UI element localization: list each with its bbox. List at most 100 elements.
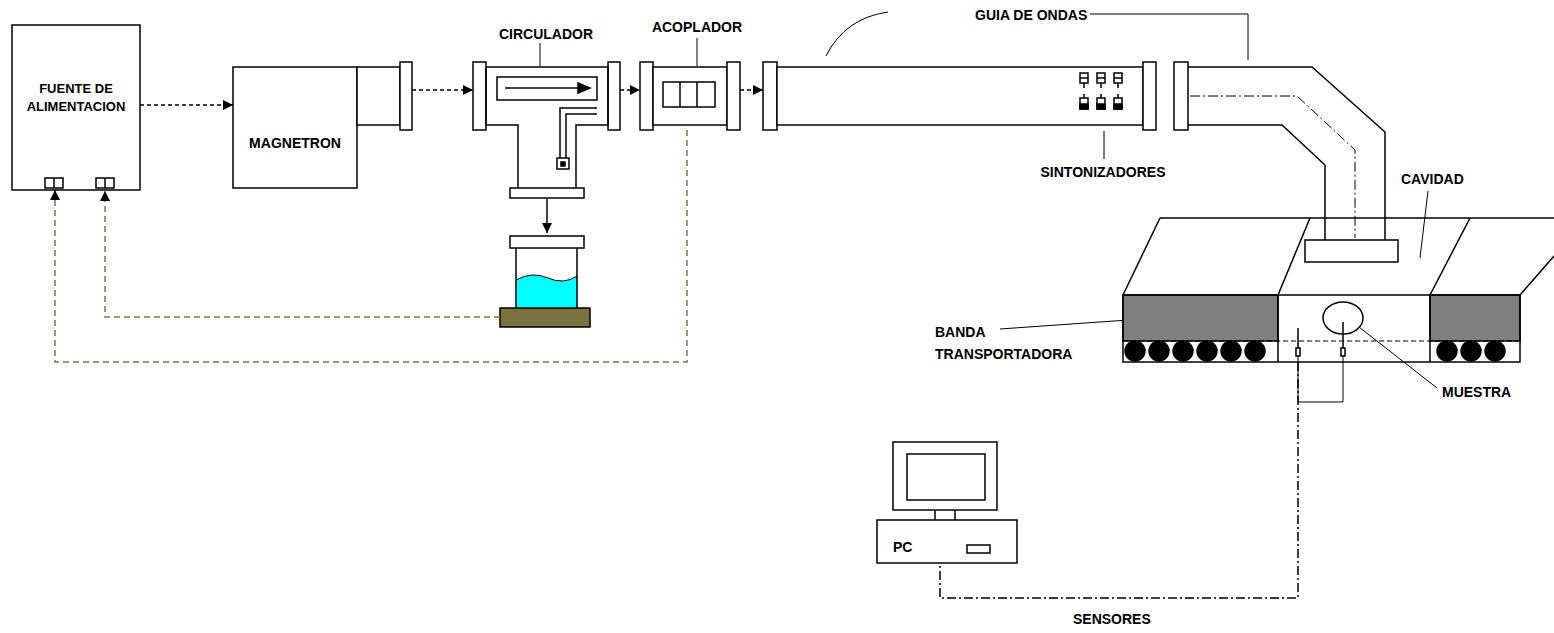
signal-arrow (620, 89, 640, 91)
waveguide-section-part (1080, 98, 1088, 109)
microwave-cavity-outline (1123, 218, 1554, 362)
microwave-cavity: CAVIDAD (1123, 218, 1554, 362)
component-label: CAVIDAD (1401, 171, 1491, 187)
waveguide-section-part (1097, 78, 1105, 88)
leader-line (1359, 327, 1437, 388)
coupler-symbol-part (640, 62, 653, 130)
waveguide-elbow (1188, 67, 1385, 240)
waveguide-section-part (1114, 78, 1122, 88)
circulator-symbol-part (560, 108, 597, 158)
microwave-cavity-part (1485, 341, 1505, 361)
leader-line (1420, 191, 1428, 258)
microwave-cavity-part (1221, 341, 1241, 361)
feedback-line (105, 191, 500, 317)
microwave-cavity-part (1430, 295, 1520, 341)
water-surface (516, 275, 577, 281)
waveguide-section-part (1114, 104, 1122, 109)
magnetron-box: MAGNETRON (233, 62, 412, 188)
microwave-cavity-part (1197, 341, 1217, 361)
waveguide-elbow (1188, 125, 1325, 240)
microwave-cavity-part (1278, 295, 1430, 362)
coupler-symbol-part (663, 82, 715, 107)
coupler-symbol-part (680, 82, 697, 107)
circulator-symbol-part (557, 158, 569, 169)
water-beaker (516, 248, 577, 308)
circulator-symbol-part (561, 162, 565, 166)
waveguide-section: GUIA DE ONDAS (763, 62, 1156, 130)
signal-arrow (140, 104, 233, 106)
power-supply-box-part (45, 178, 63, 188)
microwave-cavity-part (1173, 341, 1193, 361)
leader-line (826, 12, 888, 56)
load-flange (510, 236, 584, 248)
pc-computer-part (877, 520, 1017, 563)
waveguide-centerline (1190, 96, 1355, 238)
waveguide-section-part (1097, 98, 1105, 109)
waveguide-section-part (1097, 104, 1105, 109)
circulator-symbol-part (486, 67, 608, 188)
feedback-line (55, 130, 687, 362)
waveguide-section-part (1080, 104, 1088, 109)
signal-arrow (740, 89, 763, 91)
waveguide-section-part (1143, 62, 1156, 130)
waveguide-section-part (777, 67, 1143, 125)
component-label: GUIA DE ONDAS (975, 7, 1105, 23)
microwave-cavity-part (1245, 341, 1265, 361)
magnetron-box-part (233, 67, 357, 188)
microwave-cavity-part (1149, 341, 1169, 361)
leader-line (697, 38, 698, 66)
leader-line (1090, 14, 1248, 60)
waveguide-flange (1174, 62, 1188, 130)
microwave-cavity-part (1123, 295, 1520, 362)
coupler-symbol-part (653, 67, 727, 125)
flow-arrow (546, 199, 548, 233)
component-label: FUENTE DE ALIMENTACION (12, 80, 140, 116)
leader-line (540, 43, 541, 66)
sensor-wires (1298, 356, 1343, 402)
component-label: CIRCULADOR (480, 26, 612, 42)
microwave-cavity-part (1296, 348, 1300, 356)
connector-label: SENSORES (1073, 611, 1151, 627)
pc-computer: PC (877, 442, 1017, 563)
circulator-symbol-part (497, 77, 597, 100)
load-base (500, 308, 590, 327)
power-supply-box-part (104, 178, 106, 188)
component-label: ACOPLADOR (632, 19, 762, 35)
coupler-symbol-part (727, 62, 740, 130)
microwave-cavity-part (1123, 295, 1278, 341)
circulator-symbol-part (608, 62, 620, 130)
component-label: MAGNETRON (233, 135, 357, 151)
microwave-cavity-part (1123, 218, 1554, 295)
part-label: SINTONIZADORES (1023, 164, 1183, 180)
microwave-cavity-part (1125, 341, 1145, 361)
power-supply-box-part (96, 178, 114, 188)
magnetron-box-part (357, 67, 400, 125)
circulator-symbol: CIRCULADOR (473, 62, 620, 198)
pc-computer-part (893, 442, 997, 510)
coupler-symbol-outline (640, 62, 740, 130)
power-supply-box-part (12, 25, 140, 190)
microwave-cavity-part (1461, 341, 1481, 361)
water (516, 275, 577, 308)
microwave-cavity-part (1437, 341, 1457, 361)
circulator-symbol-part (505, 87, 578, 89)
magnetron-box-outline (233, 62, 412, 188)
part-label: BANDA TRANSPORTADORA (935, 321, 1105, 365)
leader-line (1104, 131, 1105, 159)
pc-computer-part (907, 454, 985, 500)
circulator-symbol-part (578, 83, 590, 93)
waveguide-section-outline (763, 62, 1156, 130)
power-supply-box-part (53, 178, 55, 188)
waveguide-section-part (763, 62, 777, 130)
circulator-symbol-part (473, 62, 486, 130)
microwave-cavity-part (1341, 348, 1345, 356)
microwave-cavity-part (1298, 322, 1343, 356)
component-label: PC (893, 539, 933, 555)
coupler-symbol: ACOPLADOR (640, 62, 740, 130)
waveguide-section-part (1080, 78, 1088, 88)
magnetron-box-part (400, 62, 412, 130)
signal-arrow (412, 89, 473, 91)
waveguide-flange (1305, 240, 1398, 262)
part-label: MUESTRA (1442, 384, 1542, 400)
